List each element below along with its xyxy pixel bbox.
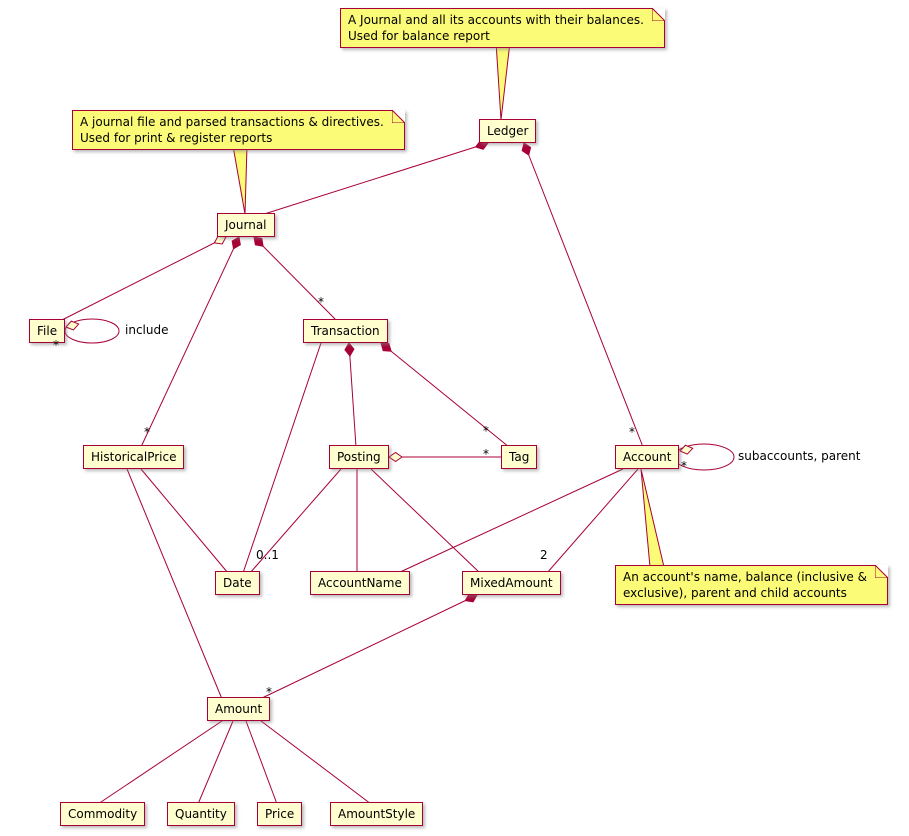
- entity-price: Price: [257, 802, 303, 826]
- entity-account: Account: [615, 445, 680, 469]
- entity-tag: Tag: [501, 445, 538, 469]
- multiplicity-account-selfloop: *: [681, 459, 687, 473]
- entity-ledger: Ledger: [479, 119, 537, 143]
- multiplicity-file-selfloop: *: [53, 338, 59, 352]
- note-account: An account's name, balance (inclusive & …: [615, 565, 888, 605]
- multiplicity-journal-transaction: *: [318, 295, 324, 309]
- note-account-line1: An account's name, balance (inclusive &: [623, 570, 867, 584]
- note-fold-icon: [651, 8, 665, 21]
- note-account-line2: exclusive), parent and child accounts: [623, 586, 847, 600]
- entity-transaction: Transaction: [303, 319, 388, 343]
- note-journal: A journal file and parsed transactions &…: [72, 110, 405, 150]
- note-fold-icon: [874, 565, 888, 578]
- entity-journal: Journal: [217, 213, 275, 237]
- note-ledger: A Journal and all its accounts with thei…: [340, 8, 665, 48]
- entity-amount-style: AmountStyle: [330, 802, 424, 826]
- multiplicity-mixedamount-amount: *: [266, 685, 272, 699]
- entity-amount: Amount: [207, 697, 271, 721]
- multiplicity-transaction-tag: *: [483, 424, 489, 438]
- entity-historical-price: HistoricalPrice: [83, 445, 185, 469]
- entity-account-name: AccountName: [310, 571, 410, 595]
- multiplicity-journal-historicalprice: *: [144, 425, 150, 439]
- entity-posting: Posting: [329, 445, 389, 469]
- entity-date: Date: [215, 571, 260, 595]
- label-subaccounts-parent: subaccounts, parent: [738, 449, 861, 463]
- note-fold-icon: [391, 110, 405, 123]
- entity-quantity: Quantity: [167, 802, 235, 826]
- multiplicity-posting-tag: *: [483, 447, 489, 461]
- multiplicity-account-mixedamount: 2: [540, 548, 548, 562]
- note-ledger-line1: A Journal and all its accounts with thei…: [348, 13, 644, 27]
- multiplicity-posting-date: 0..1: [256, 548, 279, 562]
- multiplicity-ledger-account: *: [629, 425, 635, 439]
- note-journal-line2: Used for print & register reports: [80, 131, 273, 145]
- label-include: include: [125, 323, 169, 337]
- note-journal-line1: A journal file and parsed transactions &…: [80, 115, 384, 129]
- note-ledger-line2: Used for balance report: [348, 29, 490, 43]
- entity-file: File: [29, 319, 66, 343]
- entity-mixed-amount: MixedAmount: [462, 571, 561, 595]
- entity-commodity: Commodity: [60, 802, 146, 826]
